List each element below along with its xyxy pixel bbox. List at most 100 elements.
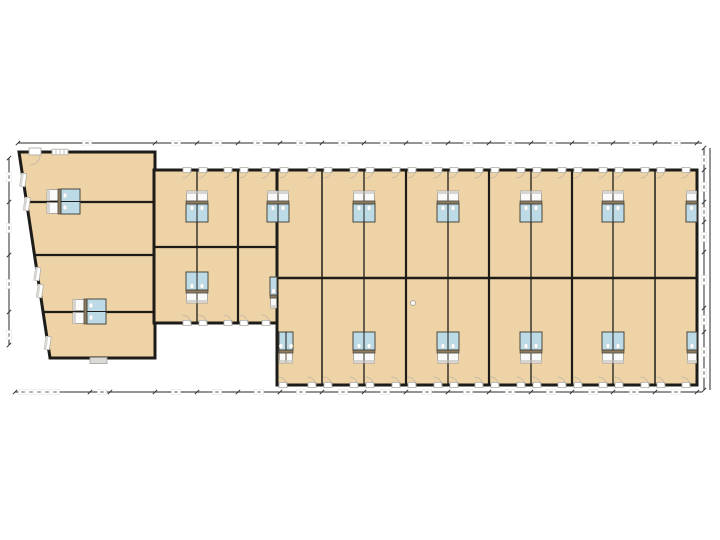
window-fixture xyxy=(352,331,376,364)
door-swing-arc xyxy=(681,169,690,179)
dimension-tick xyxy=(701,145,707,151)
door-swing-arc xyxy=(239,314,248,324)
pane-handle xyxy=(523,343,529,349)
door-swing-arc xyxy=(279,169,288,179)
dimension-label-text xyxy=(632,391,636,393)
dimension-label-text xyxy=(703,350,705,354)
door-swing-arc xyxy=(640,169,649,179)
dimension-tick xyxy=(486,140,492,146)
slant-window xyxy=(43,335,52,351)
door-notch xyxy=(365,166,375,173)
door-swing-arc xyxy=(656,169,665,179)
dimension-tick xyxy=(194,140,200,146)
fixture-box-lid xyxy=(686,191,697,194)
dimension-tick xyxy=(152,389,158,395)
dimension-tick xyxy=(569,140,575,146)
door-swing-arc xyxy=(433,169,442,179)
door-notch xyxy=(223,166,233,173)
dimension-tick xyxy=(107,389,113,395)
door-notch xyxy=(323,166,333,173)
dimension-label-text xyxy=(299,391,303,393)
window-fixture xyxy=(266,190,290,223)
pane-handle xyxy=(189,283,195,289)
door-swing-arc xyxy=(474,169,483,179)
pane-handle xyxy=(199,205,205,211)
window-fixture xyxy=(72,298,107,325)
fixture-box-lid xyxy=(364,191,375,194)
dimension-label-text xyxy=(8,333,10,337)
door-notch xyxy=(391,381,401,388)
pane-handle xyxy=(356,205,362,211)
dimension-tick xyxy=(235,140,241,146)
window-fixture xyxy=(601,190,625,223)
pane-handle xyxy=(450,343,456,349)
door-swing-arc xyxy=(261,314,270,324)
door-notch xyxy=(516,166,526,173)
door-notch xyxy=(323,381,333,388)
window-fixture xyxy=(278,331,294,364)
door-notch xyxy=(640,166,650,173)
window-fixture xyxy=(685,190,698,223)
door-swing-arc xyxy=(198,314,207,324)
dimension-label-text xyxy=(341,391,345,393)
dimension-label-text xyxy=(591,391,595,393)
dimension-label-text xyxy=(508,142,512,144)
dimension-tick xyxy=(15,140,21,146)
door-swing-arc xyxy=(307,376,316,386)
dimension-tick xyxy=(235,389,241,395)
window-fixture xyxy=(185,190,209,223)
door-notch xyxy=(656,166,666,173)
pane-handle xyxy=(366,205,372,211)
pane-handle xyxy=(88,314,94,321)
dimension-tick xyxy=(701,167,707,173)
door-notch xyxy=(239,166,249,173)
window-fixture xyxy=(46,188,81,215)
door-swing-arc xyxy=(349,376,358,386)
slant-window xyxy=(22,196,31,212)
door-swing-arc xyxy=(307,169,316,179)
slant-window xyxy=(33,266,42,282)
door-swing-arc xyxy=(223,169,232,179)
dimension-tick xyxy=(569,389,575,395)
dimension-label-text xyxy=(674,142,678,144)
door-notch xyxy=(598,166,608,173)
dimension-label-text xyxy=(549,391,553,393)
dimension-tick xyxy=(445,389,451,395)
window-fixture xyxy=(686,331,698,364)
dimension-label-text xyxy=(466,142,470,144)
door-swing-arc xyxy=(474,376,483,386)
window-fixture xyxy=(185,271,209,304)
door-notch xyxy=(261,166,271,173)
window-fixture xyxy=(269,276,278,309)
fixture-box-lid xyxy=(47,202,50,214)
dimension-tick xyxy=(6,252,12,258)
pane-handle xyxy=(450,205,456,211)
dimension-label-text xyxy=(425,391,429,393)
pane-handle xyxy=(278,343,284,349)
pane-handle xyxy=(356,343,362,349)
door-notch xyxy=(239,319,249,326)
door-swing-arc xyxy=(223,314,232,324)
dimension-label-text xyxy=(591,142,595,144)
door-notch xyxy=(182,319,192,326)
door-notch xyxy=(449,381,459,388)
window-glass xyxy=(686,331,698,351)
door-notch xyxy=(433,381,443,388)
pane-handle xyxy=(533,343,539,349)
door-notch xyxy=(391,166,401,173)
dimension-label-text xyxy=(508,391,512,393)
door-swing-arc xyxy=(573,169,582,179)
slant-window-shade xyxy=(19,173,24,187)
door-swing-arc xyxy=(449,169,458,179)
fixture-box-lid xyxy=(448,360,459,363)
door-notch xyxy=(307,381,317,388)
door-swing-arc xyxy=(614,169,623,179)
window-fixture xyxy=(519,331,543,364)
dimension-tick xyxy=(445,140,451,146)
dimension-label-text xyxy=(85,142,89,144)
dimension-tick xyxy=(701,305,707,311)
door-notch xyxy=(279,166,289,173)
door-notch xyxy=(223,319,233,326)
door-notch xyxy=(614,381,624,388)
